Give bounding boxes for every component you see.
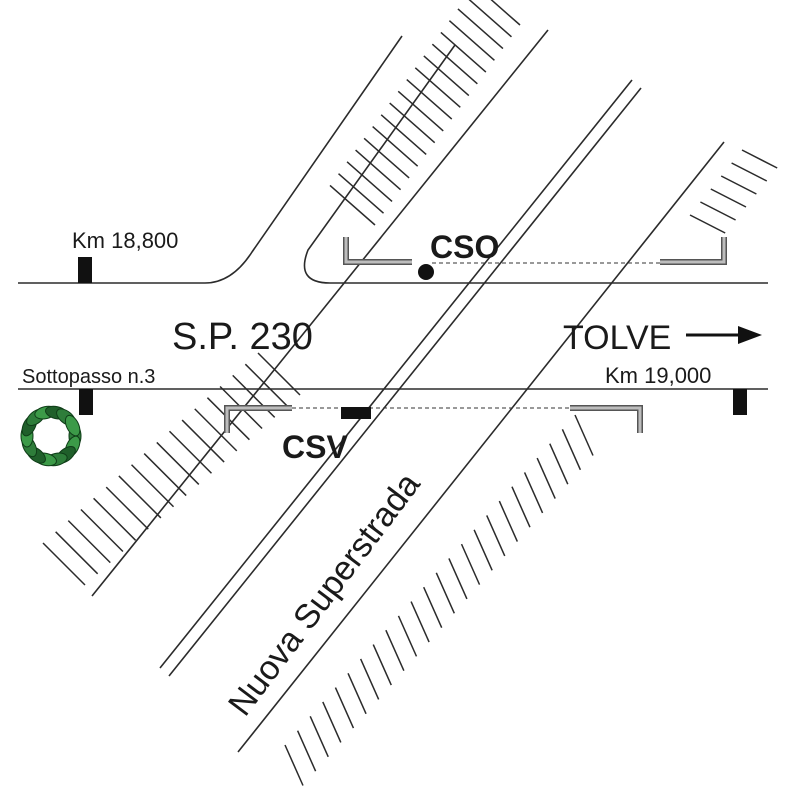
hatch-mark — [363, 137, 410, 179]
underpass-post — [79, 389, 93, 415]
wreath-center — [39, 424, 63, 448]
superstrada-edge-1 — [91, 29, 549, 597]
hatch-mark — [574, 414, 594, 456]
hatch-mark — [329, 184, 376, 226]
hatch-mark — [523, 472, 544, 514]
arrow-right-icon — [686, 326, 762, 344]
hatch-mark — [710, 188, 747, 208]
hatch-mark — [118, 475, 162, 519]
hatch-mark — [347, 672, 367, 715]
hatch-mark — [359, 658, 380, 700]
csv-label: CSV — [282, 429, 348, 465]
embankment-hatch-upper — [329, 0, 521, 226]
hatch-mark — [448, 20, 495, 61]
hatch-mark — [457, 8, 504, 50]
hatch-mark — [468, 0, 512, 38]
hatch-mark — [232, 374, 276, 418]
hatch-mark — [67, 520, 111, 564]
hatch-mark — [93, 497, 137, 541]
hatch-mark — [689, 214, 726, 234]
hatch-mark — [372, 126, 419, 167]
superstrada-edge-4 — [237, 141, 725, 753]
hatch-mark — [435, 572, 455, 614]
km-19000-label: Km 19,000 — [605, 363, 711, 388]
hatch-mark — [181, 419, 225, 463]
superstrada-edge-3 — [168, 87, 642, 677]
superstrada-edge-2 — [159, 79, 633, 669]
hatch-mark — [389, 102, 436, 144]
hatch-mark — [498, 500, 519, 542]
embankment-hatch-right-lower — [284, 414, 594, 786]
hatch-mark — [385, 629, 405, 672]
hatch-mark — [448, 558, 468, 600]
hatch-mark — [731, 162, 768, 182]
cso-marker — [418, 264, 434, 280]
hatch-mark — [42, 542, 86, 586]
hatch-mark — [397, 615, 418, 657]
hatch-mark — [80, 508, 124, 553]
sp230-curve-right — [303, 44, 768, 284]
hatch-mark — [397, 90, 444, 132]
hatch-mark — [423, 586, 443, 628]
hatch-mark — [257, 352, 301, 396]
hatch-mark — [284, 744, 304, 786]
hatch-mark — [322, 701, 342, 743]
superstrada-label: Nuova Superstrada — [221, 466, 428, 723]
hatch-mark — [296, 730, 317, 772]
hatch-mark — [105, 486, 149, 530]
hatch-mark — [561, 429, 582, 471]
hatch-mark — [55, 531, 99, 575]
hatch-mark — [431, 43, 478, 85]
hatch-mark — [372, 644, 392, 686]
hatch-mark — [130, 464, 175, 508]
hatch-mark — [346, 161, 393, 203]
km-19000-post — [733, 389, 747, 415]
hatch-mark — [460, 543, 481, 585]
cso-label: CSO — [430, 229, 499, 265]
hatch-mark — [440, 31, 487, 73]
hatch-mark — [406, 78, 453, 120]
hatch-mark — [156, 441, 200, 485]
hatch-mark — [338, 173, 385, 214]
hatch-mark — [700, 201, 736, 221]
hatch-mark — [511, 486, 531, 528]
hatch-mark — [334, 687, 355, 729]
hatch-mark — [355, 149, 402, 191]
hatch-mark — [244, 363, 288, 407]
wreath-leaf — [64, 414, 81, 437]
leaf-wreath-logo-icon — [20, 405, 82, 467]
barrier-upper — [343, 237, 727, 265]
hatch-mark — [380, 114, 427, 155]
hatch-mark — [410, 601, 430, 643]
road-name-label: S.P. 230 — [172, 316, 313, 358]
hatch-mark — [720, 175, 757, 195]
hatch-mark — [423, 55, 470, 97]
direction-label: TOLVE — [563, 319, 671, 357]
km-18800-label: Km 18,800 — [72, 228, 178, 253]
hatch-mark — [486, 515, 506, 557]
hatch-mark — [536, 457, 556, 499]
hatch-mark — [473, 529, 493, 571]
hatch-mark — [741, 149, 778, 169]
sp230-road — [18, 35, 768, 390]
barrier-lower — [224, 405, 643, 433]
hatch-mark — [143, 453, 187, 497]
hatch-mark — [549, 443, 569, 485]
km-18800-post — [78, 257, 92, 283]
hatch-mark — [490, 0, 521, 26]
hatch-mark — [414, 67, 461, 108]
hatch-mark — [168, 430, 213, 474]
csv-marker — [341, 407, 371, 419]
hatch-mark — [194, 408, 238, 452]
underpass-label: Sottopasso n.3 — [22, 366, 155, 388]
hatch-mark — [309, 715, 329, 758]
sp230-curve-left — [204, 35, 403, 284]
embankment-hatch-right-upper — [689, 149, 778, 234]
